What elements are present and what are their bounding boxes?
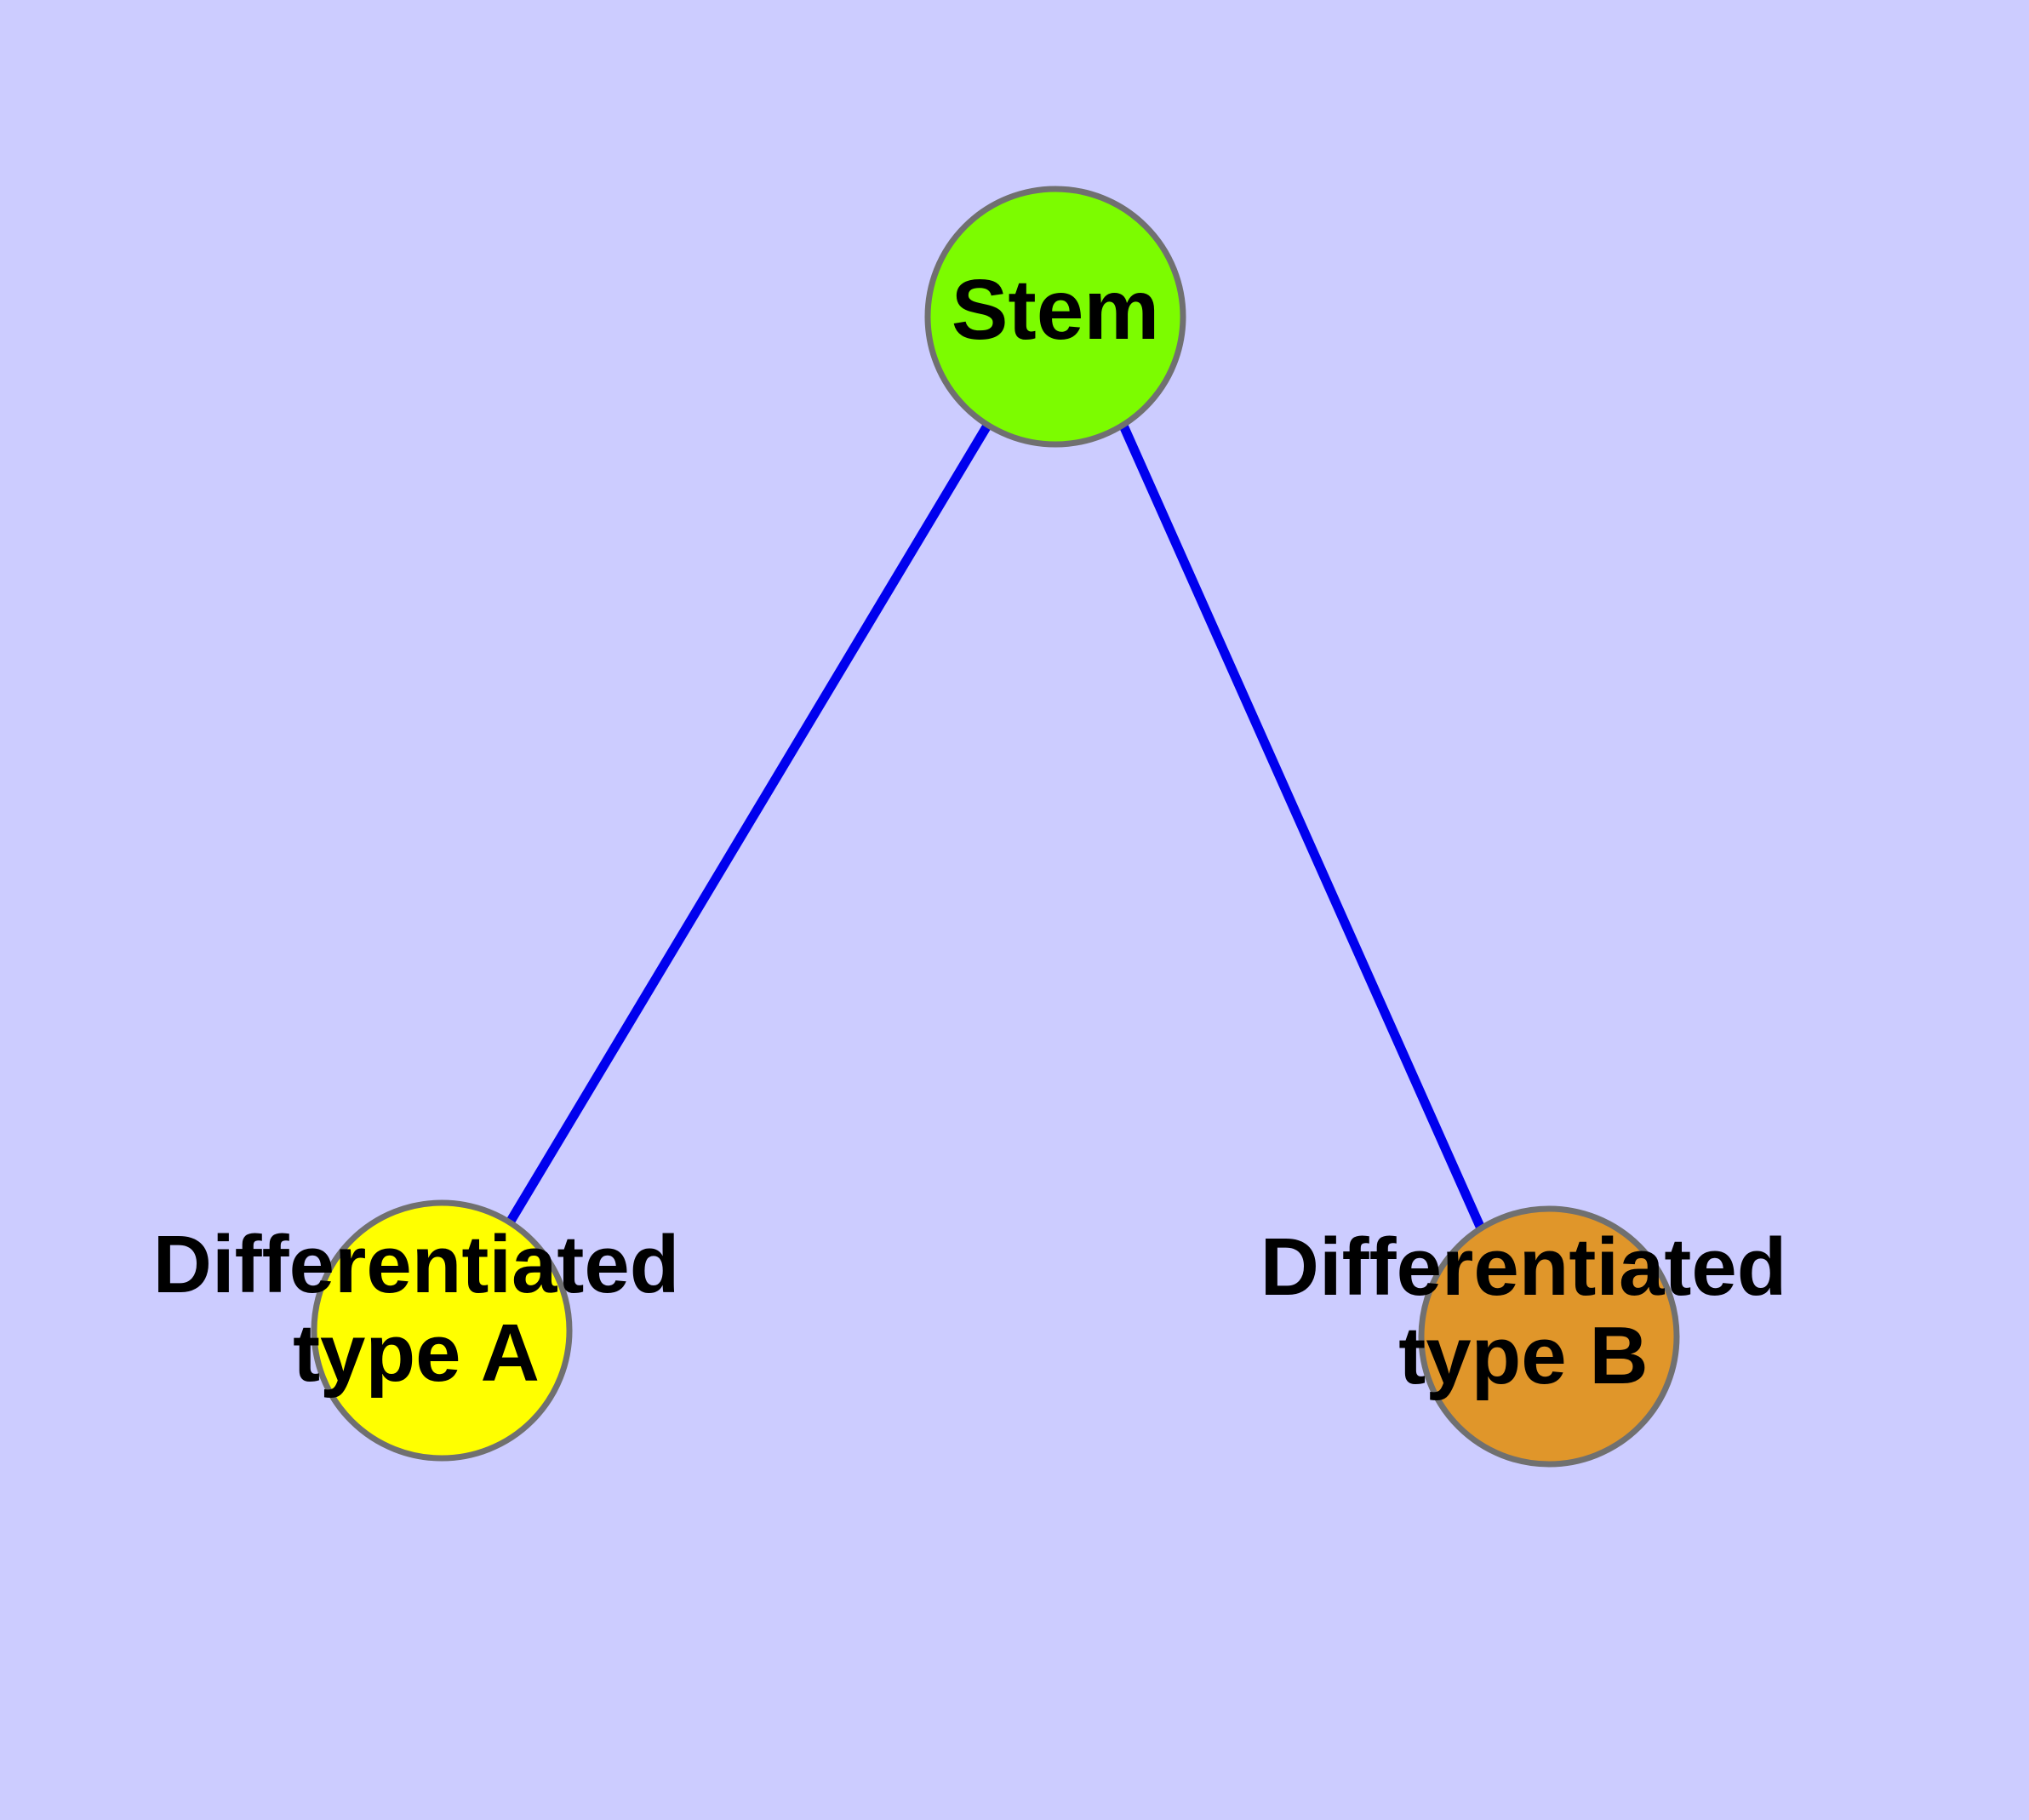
node-stem[interactable] [924,186,1186,448]
edge-stem-to-differentiated-type-a[interactable] [506,423,992,1225]
node-label-line: Differentiated [1260,1222,1787,1313]
edges-layer [506,423,1486,1231]
node-differentiated-type-b[interactable] [1418,1205,1680,1468]
node-label-line: type B [1398,1310,1648,1401]
edge-stem-to-differentiated-type-b[interactable] [1118,423,1486,1231]
node-differentiated-type-a[interactable] [311,1199,573,1462]
node-label-stem: Stem [952,262,1160,358]
node-label-line: Differentiated [153,1219,680,1310]
node-label-line: type A [293,1308,540,1399]
nodes-layer [311,186,1680,1468]
node-label-line: Stem [952,262,1160,358]
